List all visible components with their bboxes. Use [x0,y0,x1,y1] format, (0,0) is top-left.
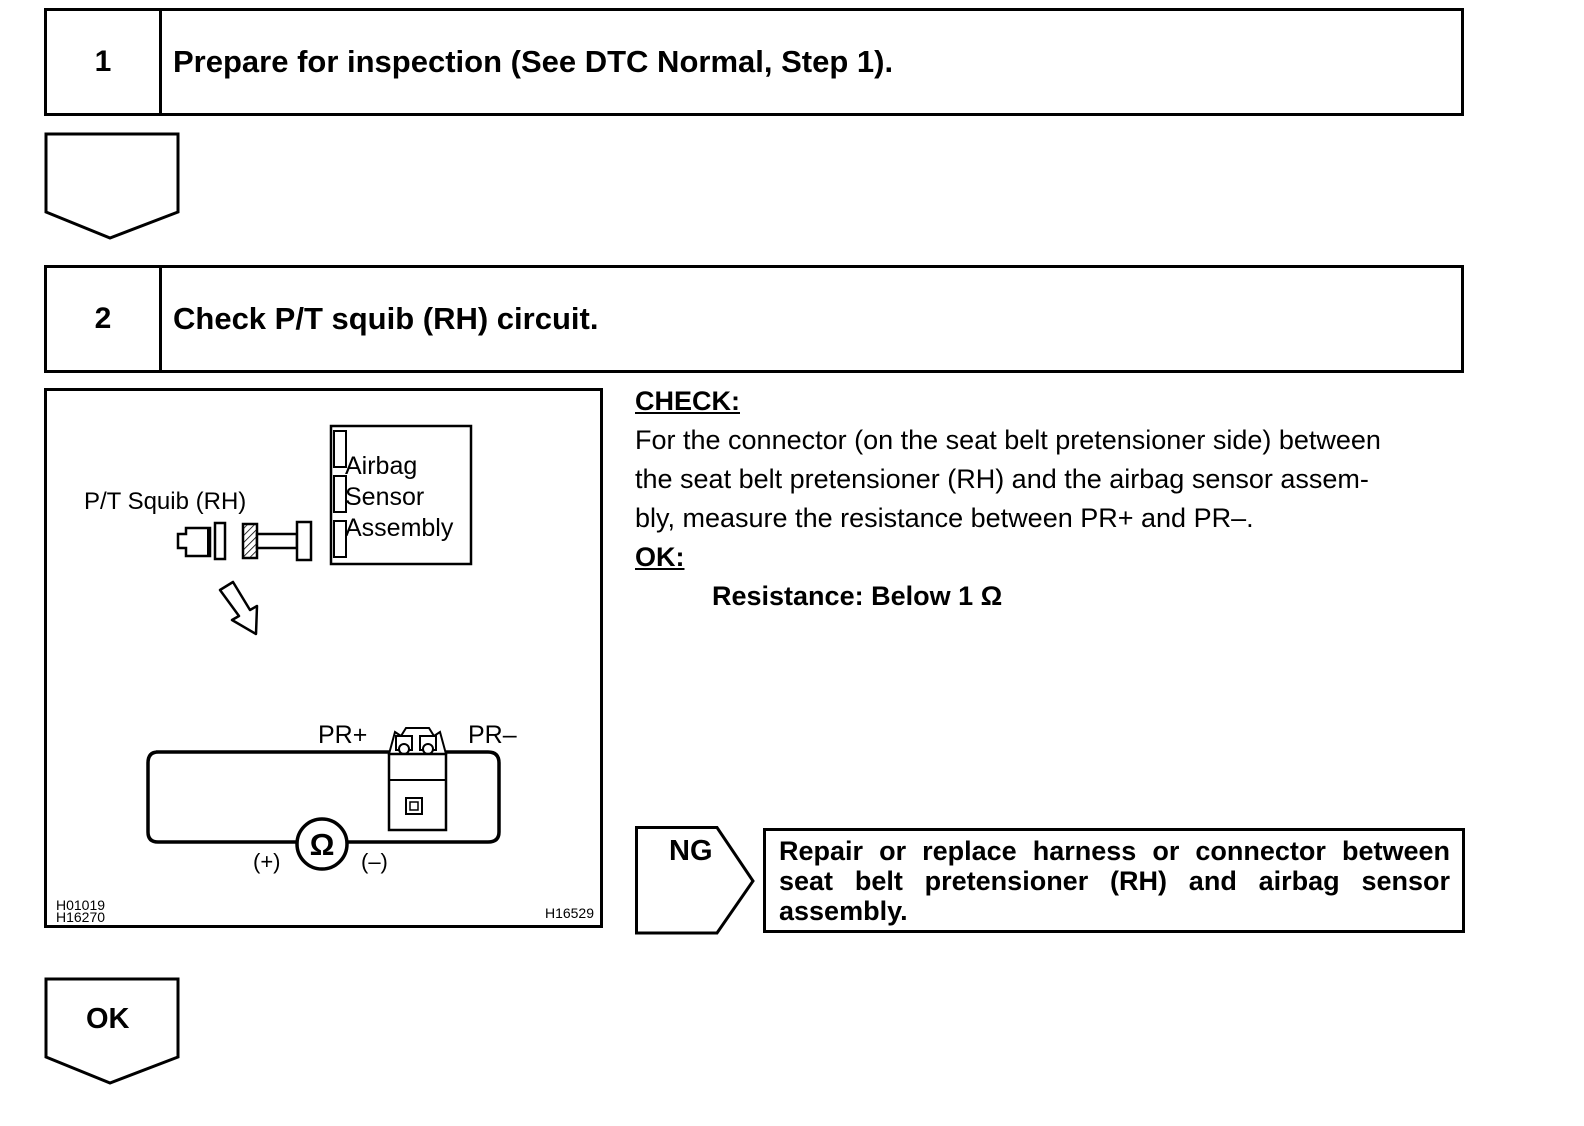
squib-connector-icon [176,526,212,558]
step-1-number: 1 [47,11,162,113]
ok-arrow-label: OK [86,1003,130,1035]
squib-label: P/T Squib (RH) [84,488,246,515]
resistance-spec: Resistance: Below 1 Ω [712,581,1003,611]
view-arrow-icon [218,580,259,636]
ok-arrow-icon [44,977,180,1085]
check-line-3: bly, measure the resistance between PR+ … [635,503,1254,533]
meter-plus-label: (+) [253,849,281,874]
connector-front-icon [387,727,448,832]
step-2-header: 2 Check P/T squib (RH) circuit. [44,265,1464,373]
flow-arrow-down-icon [44,132,180,240]
ohm-symbol: Ω [310,827,335,862]
ng-arrow-icon [635,826,755,935]
ng-action-box: Repair or replace harness or connector b… [763,828,1465,933]
hatched-connector-icon [241,522,259,560]
check-line-2: the seat belt pretensioner (RH) and the … [635,464,1369,494]
ok-heading: OK: [635,542,685,572]
pr-plus-label: PR+ [318,721,367,749]
step-2-number: 2 [47,268,162,370]
figure-code-left-1: H01019 [56,897,105,913]
check-line-1: For the connector (on the seat belt pret… [635,425,1381,455]
step-1-title: Prepare for inspection (See DTC Normal, … [173,44,894,79]
figure-code-left-2: H16270 [56,909,105,925]
sensor-label-line-3: Assembly [345,514,454,542]
step-1-header: 1 Prepare for inspection (See DTC Normal… [44,8,1464,116]
airbag-sensor-box [329,424,473,566]
step-2-title: Check P/T squib (RH) circuit. [173,301,599,336]
check-heading: CHECK: [635,386,740,416]
sensor-label-line-1: Airbag [345,452,417,480]
sensor-label-line-2: Sensor [345,483,424,511]
meter-leads [146,750,501,844]
ng-label: NG [669,835,713,867]
circuit-diagram: Airbag Sensor Assembly P/T Squib (RH) PR… [44,388,603,928]
figure-code-right: H16529 [545,905,594,921]
pr-minus-label: PR– [468,721,517,749]
meter-minus-label: (–) [361,849,388,874]
ohmmeter-icon [295,817,349,871]
